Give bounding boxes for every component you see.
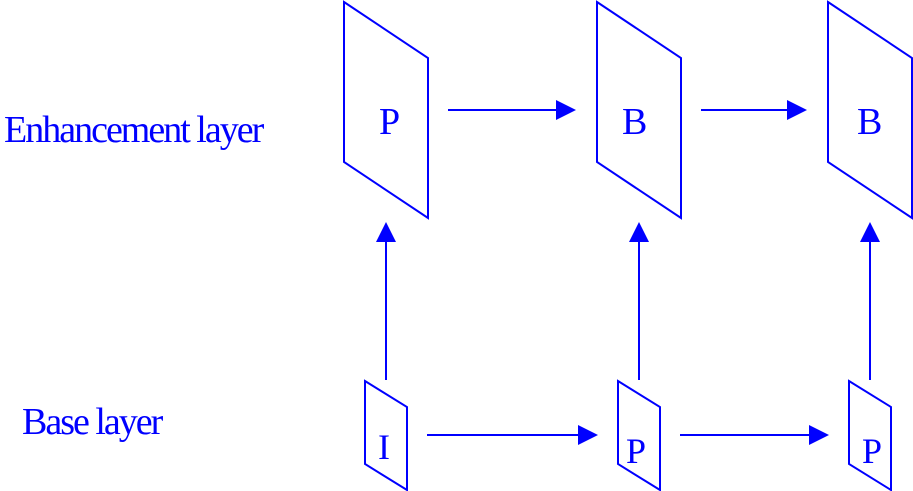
enh-frame-1-type: P [379,101,401,143]
base-frame-3 [848,379,892,491]
base-frame-3-type: P [862,431,883,471]
base-frame-1 [364,379,408,491]
base-frame-2 [617,379,661,491]
enh-frame-2-type: B [622,101,648,143]
enh-frame-3-type: B [857,101,883,143]
enhancement-layer-label: Enhancement layer [4,109,264,151]
enh-frame-2 [596,0,682,220]
enh-frame-3 [827,0,913,220]
base-layer-label: Base layer [22,401,163,443]
base-frame-1-type: I [378,427,390,467]
base-frame-2-type: P [626,431,647,471]
enh-frame-1 [343,0,429,220]
